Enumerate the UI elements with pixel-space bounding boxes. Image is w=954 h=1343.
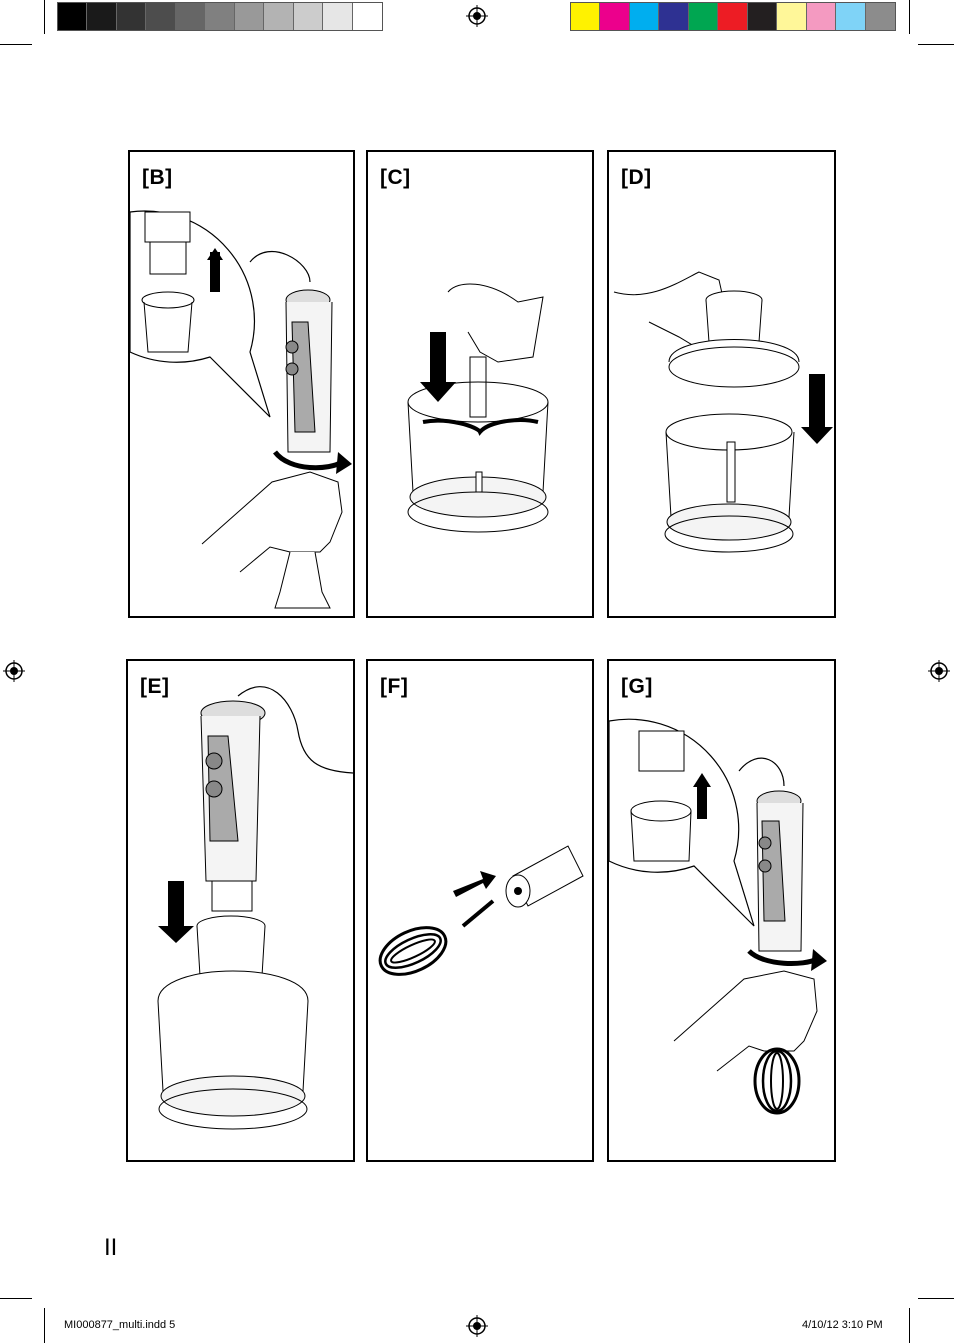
crop-mark [44,0,45,34]
color-swatch [629,3,660,30]
color-swatch [323,3,353,30]
color-swatch [264,3,294,30]
crop-mark [918,1298,954,1299]
registration-mark-icon [928,660,950,682]
color-swatch [293,3,324,30]
motor-unit-attach-illustration [157,686,353,1130]
footer-datetime: 4/10/12 3:10 PM [802,1319,883,1331]
chopper-lid-attach-illustration [613,271,833,553]
crop-mark [909,0,910,34]
panel-label: [D] [621,166,652,189]
footer-file-name: MI000877_multi.indd 5 [64,1319,176,1331]
grayscale-color-bar [57,2,383,31]
panel-b: [B] [128,150,355,618]
color-swatch [836,3,866,30]
registration-mark-icon [3,660,25,682]
color-swatch [175,3,206,30]
color-swatch [116,3,147,30]
color-swatch [777,3,807,30]
crop-mark [0,44,32,45]
color-swatch [234,3,265,30]
panel-d: [D] [607,150,836,618]
panel-f: [F] [366,659,594,1162]
panel-label: [C] [380,166,411,189]
color-swatch [747,3,778,30]
color-swatch [659,3,689,30]
color-swatch [600,3,630,30]
color-swatch [688,3,719,30]
color-swatch [352,3,382,30]
whisk-attach-illustration [378,845,584,976]
color-swatch [865,3,895,30]
color-swatch [58,3,88,30]
process-color-bar [570,2,896,31]
color-swatch [205,3,235,30]
hand-blender-detach-illustration [130,210,352,609]
page-number: II [104,1234,118,1261]
hand-blender-whisk-illustration [609,718,827,1115]
panel-g: [G] [607,659,836,1162]
panel-c: [C] [366,150,594,618]
panel-label: [G] [621,675,653,698]
registration-mark-icon [466,1315,488,1337]
panel-label: [E] [140,675,170,698]
panel-label: [B] [142,166,173,189]
color-swatch [146,3,176,30]
color-swatch [806,3,837,30]
panel-e: [E] [126,659,355,1162]
chopper-blade-insert-illustration [407,283,549,533]
color-swatch [571,3,601,30]
crop-mark [918,44,954,45]
color-swatch [87,3,117,30]
color-swatch [718,3,748,30]
panel-label: [F] [380,675,409,698]
registration-mark-icon [466,5,488,27]
crop-mark [909,1308,910,1343]
crop-mark [0,1298,32,1299]
crop-mark [44,1308,45,1343]
